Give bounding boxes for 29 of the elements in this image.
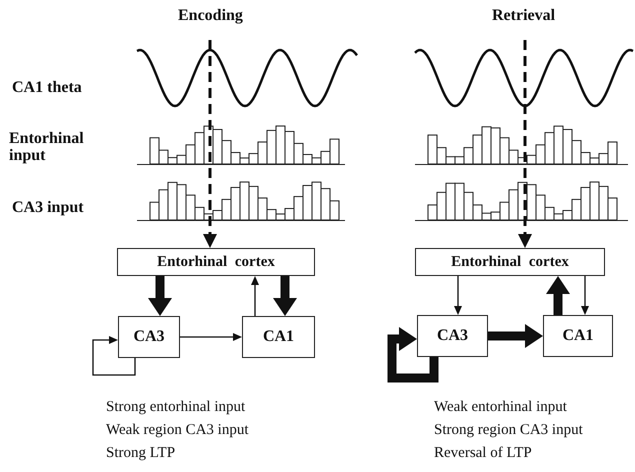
arrow <box>388 327 438 382</box>
region-box: CA1 <box>543 315 613 357</box>
panel-title: Encoding <box>178 8 243 25</box>
condition-note: Reversal of LTP <box>434 446 532 462</box>
condition-note: Strong region CA3 input <box>434 423 583 439</box>
region-box: CA3 <box>118 316 180 358</box>
arrow <box>203 40 217 248</box>
arrow <box>148 276 172 316</box>
arrow <box>518 40 532 248</box>
region-box: CA1 <box>242 316 315 358</box>
row-label: CA1 theta <box>12 80 82 97</box>
condition-note: Strong LTP <box>106 446 176 462</box>
arrow <box>273 276 297 316</box>
arrow <box>251 276 259 316</box>
region-box: CA3 <box>417 315 488 357</box>
arrow <box>180 333 242 341</box>
arrow <box>488 324 543 348</box>
condition-note: Strong entorhinal input <box>106 400 246 416</box>
condition-note: Weak entorhinal input <box>434 400 567 416</box>
region-box: Entorhinal cortex <box>415 248 605 276</box>
arrow <box>454 276 462 315</box>
row-label: CA3 input <box>12 200 84 217</box>
region-box: Entorhinal cortex <box>117 248 315 276</box>
arrow <box>546 276 570 315</box>
arrow <box>581 276 589 315</box>
row-label: Entorhinal input <box>9 131 85 165</box>
arrow <box>92 336 136 376</box>
panel-title: Retrieval <box>492 8 556 25</box>
condition-note: Weak region CA3 input <box>106 423 249 439</box>
